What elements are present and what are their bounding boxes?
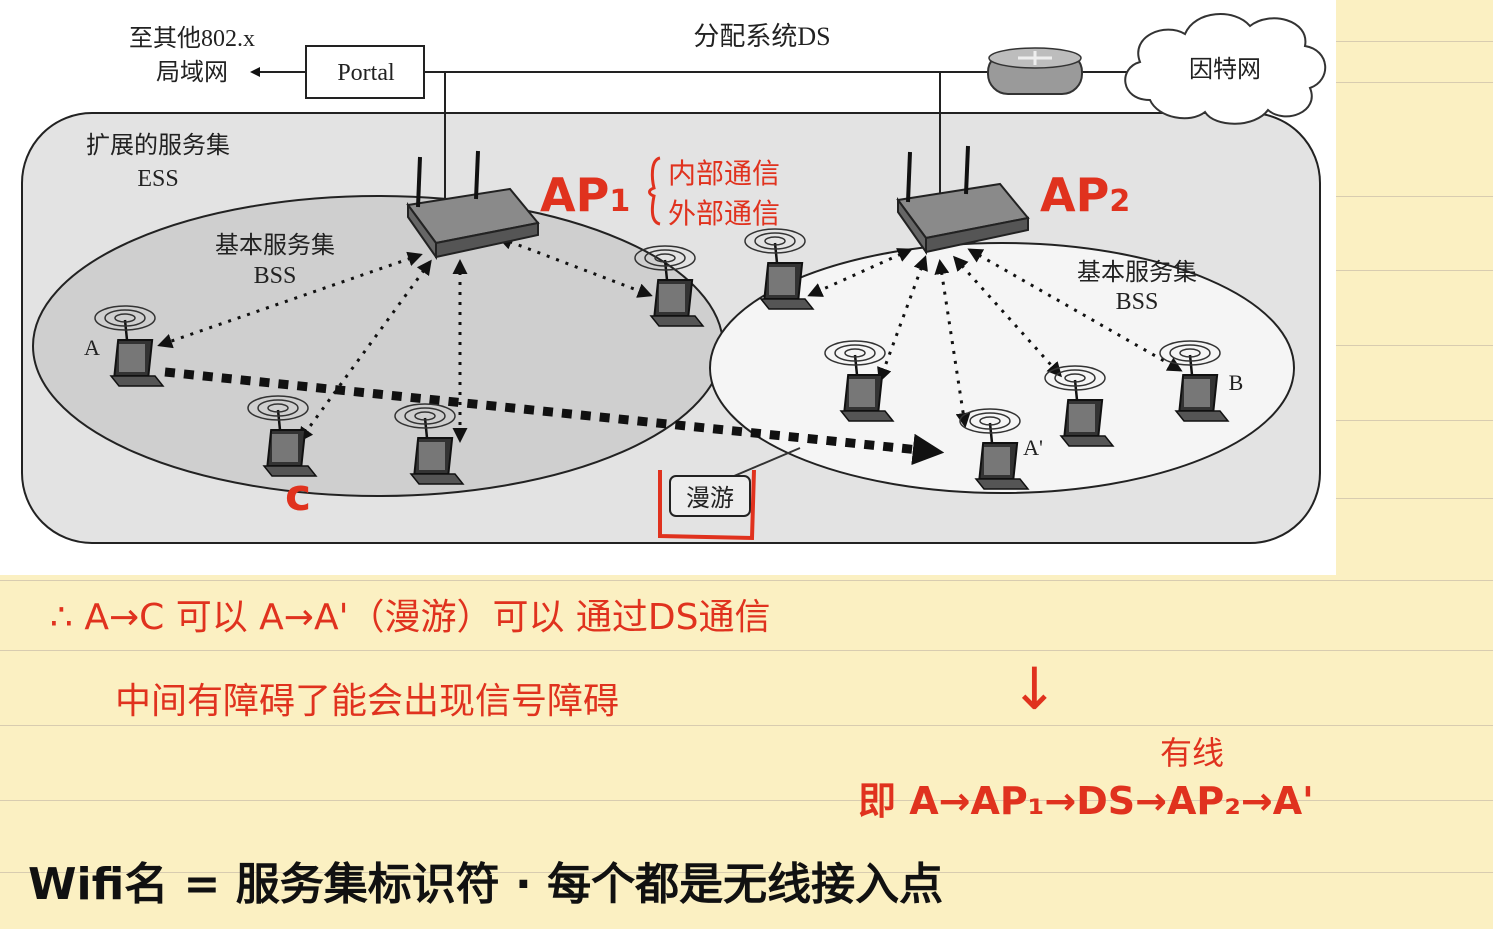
ap2-links — [807, 248, 1183, 428]
wlan-diagram: 至其他802.x 局域网 Portal 分配系统DS 因特网 扩展的服务集 ES… — [0, 0, 1336, 575]
ds-label: 分配系统DS — [693, 22, 830, 51]
diagram-canvas: 至其他802.x 局域网 Portal 分配系统DS 因特网 扩展的服务集 ES… — [21, 13, 1327, 544]
paper-rule — [0, 580, 1493, 581]
router-icon — [987, 47, 1083, 95]
portal-box — [305, 45, 425, 99]
note-line-2: 中间有障碍了能会出现信号障碍 — [115, 681, 620, 722]
other-lan-label-2: 局域网 — [156, 59, 228, 86]
station-c-annotation: c — [285, 470, 312, 521]
internet-cloud-icon — [1124, 13, 1327, 125]
brace-internal-label: 内部通信 — [668, 157, 781, 190]
ap1-annotation: AP1 — [540, 168, 631, 222]
roaming-path — [164, 367, 945, 466]
ess-label: 扩展的服务集 — [86, 132, 230, 159]
roaming-box — [669, 475, 751, 517]
paper-rule — [0, 872, 1493, 873]
path-note: 即 A→AP₁→DS→AP₂→A' — [858, 779, 1314, 823]
paper-rule — [0, 650, 1493, 651]
ess-label-2: ESS — [137, 166, 178, 192]
internet-label: 因特网 — [1189, 56, 1261, 83]
paper-rule — [0, 725, 1493, 726]
station-a-label: A — [84, 335, 100, 360]
down-arrow-icon: ↓ — [1010, 655, 1059, 723]
portal-label: Portal — [337, 60, 395, 86]
bss-left-label: 基本服务集 — [215, 232, 335, 259]
bss-right-label-2: BSS — [1116, 289, 1159, 315]
other-lan-label: 至其他802.x — [129, 25, 255, 52]
brace-external-label: 外部通信 — [668, 197, 781, 230]
bss-right-label: 基本服务集 — [1077, 259, 1197, 286]
ap2-annotation: AP2 — [1040, 168, 1131, 222]
note-line-1: ∴ A→C 可以 A→A'（漫游）可以 通过DS通信 — [50, 597, 771, 638]
station-b-label: B — [1229, 370, 1244, 395]
station-a-prime-label: A' — [1023, 435, 1043, 460]
ap1-links — [157, 235, 653, 443]
wired-note: 有线 — [1160, 734, 1225, 772]
roaming-label: 漫游 — [686, 485, 734, 512]
bss-left-label-2: BSS — [254, 263, 297, 289]
brace-mark — [648, 156, 661, 226]
paper-rule — [0, 800, 1493, 801]
roaming-highlight — [658, 469, 756, 541]
bottom-note: Wifi名 = 服务集标识符 · 每个都是无线接入点 — [28, 859, 944, 910]
